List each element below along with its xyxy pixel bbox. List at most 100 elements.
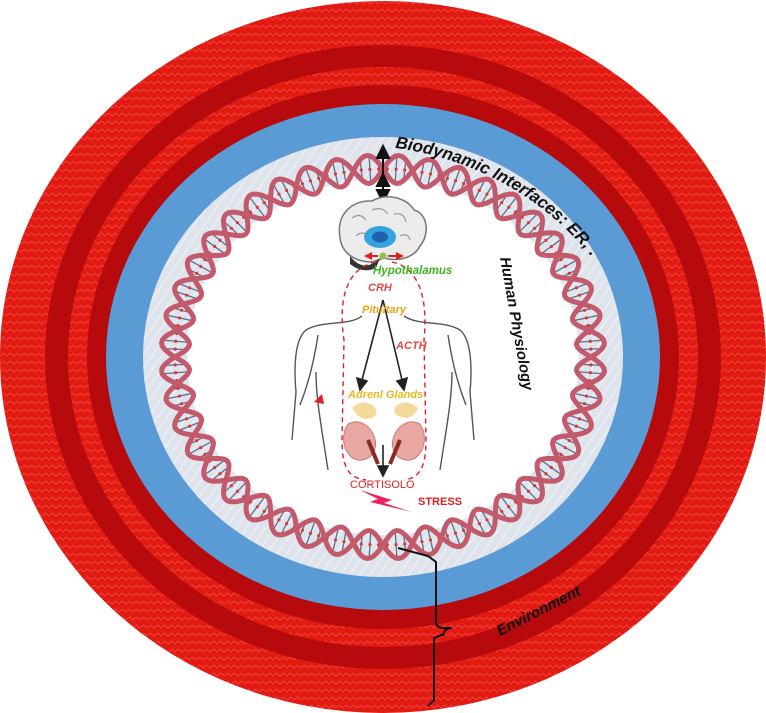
environment-bracket	[397, 547, 453, 707]
dna-rung-dot	[582, 402, 587, 406]
dna-rung-dot	[342, 170, 346, 174]
dna-rung-dot	[317, 176, 321, 180]
dna-rung-dot	[577, 293, 582, 297]
dna-rung-dot	[582, 308, 587, 312]
dna-rung-dot	[513, 500, 518, 504]
dna-rung-dot	[235, 489, 240, 493]
stress-label: STRESS	[418, 496, 462, 508]
adrenal-glands-kidneys	[343, 402, 425, 465]
dna-rung-dot	[567, 438, 571, 443]
dna-rung-dot	[544, 472, 548, 476]
dna-rung-dot	[177, 316, 182, 320]
dna-rung-dot	[255, 205, 259, 209]
dna-rung-dot	[500, 509, 504, 513]
dna-rung-dot	[176, 324, 180, 328]
dna-rung-dot	[584, 316, 589, 320]
human-torso-outline	[291, 315, 475, 471]
adrenal-glands-label: Adrenl Glands	[347, 389, 423, 401]
dna-rung-dot	[199, 445, 203, 450]
dna-rung-dot	[188, 286, 192, 290]
dna-rung-dot	[462, 182, 466, 186]
acth-label: ACTH	[395, 340, 428, 352]
dna-rung-dot	[317, 534, 321, 538]
dna-rung-dot	[586, 324, 590, 328]
dna-rung-dot	[277, 518, 281, 522]
cortisolo-label: CORTISOLO	[350, 479, 415, 491]
dna-rung-dot	[420, 170, 424, 174]
dna-rung-dot	[549, 465, 553, 470]
dna-rung-dot	[394, 167, 398, 171]
dna-rung-dot	[368, 167, 372, 171]
dna-rung-dot	[333, 172, 338, 176]
dna-rung-dot	[586, 386, 590, 390]
dna-rung-dot	[195, 438, 199, 443]
dna-rung-dot	[213, 465, 217, 470]
dna-rung-dot	[308, 179, 313, 183]
brain-illustration	[338, 196, 427, 271]
dna-rung-dot	[184, 417, 189, 421]
crh-label: CRH	[368, 282, 393, 294]
dna-rung-dot	[567, 271, 571, 276]
dna-rung-dot	[544, 238, 548, 242]
dna-rung-dot	[184, 293, 189, 297]
dna-rung-dot	[177, 394, 182, 398]
dna-rung-dot	[559, 258, 563, 262]
dna-rung-dot	[584, 394, 589, 398]
dna-rung-dot	[453, 179, 458, 183]
dna-rung-dot	[300, 182, 304, 186]
dna-rung-dot	[507, 505, 511, 509]
dna-rung-dot	[173, 347, 177, 351]
dna-rung-dot	[462, 528, 466, 532]
dna-rung-dot	[368, 543, 372, 547]
feedback-loop-dashed	[341, 261, 427, 481]
dna-rung-dot	[485, 518, 489, 522]
dna-rung-dot	[507, 205, 511, 209]
dna-helix-ring	[159, 152, 607, 562]
dna-rung-dot	[588, 371, 592, 375]
dna-rung-dot	[526, 221, 531, 225]
dna-rung-dot	[420, 540, 424, 544]
dna-rung-dot	[213, 244, 217, 249]
stress-bolt-icon	[360, 490, 412, 512]
dna-rung-dot	[445, 534, 449, 538]
dna-rung-dot	[533, 484, 537, 488]
dna-rung-dot	[453, 531, 458, 535]
physiology-center	[187, 179, 579, 535]
dna-rung-dot	[574, 286, 578, 290]
dna-rung-dot	[428, 538, 433, 542]
dna-rung-dot	[188, 424, 192, 428]
dna-rung-dot	[173, 363, 177, 367]
dna-rung-dot	[574, 424, 578, 428]
dna-rung-dot	[179, 308, 184, 312]
dna-rung-dot	[559, 452, 563, 456]
hypothalamus-label: Hypothalamus	[373, 265, 452, 277]
dna-rung-dot	[195, 271, 199, 276]
pituitary-label: Pituitary	[362, 304, 407, 316]
dna-rung-dot	[445, 176, 449, 180]
dna-rung-dot	[218, 472, 222, 476]
dna-rung-dot	[174, 339, 178, 343]
dna-strand-b	[159, 152, 607, 562]
dna-rung-dot	[588, 339, 592, 343]
dna-rung-dot	[500, 201, 504, 205]
dna-rung-dot	[403, 542, 407, 546]
dna-rung-dot	[477, 522, 481, 526]
dna-rung-dot	[262, 201, 266, 205]
dna-rung-dot	[285, 188, 289, 192]
dna-rung-dot	[285, 522, 289, 526]
dna-rung-dot	[308, 531, 313, 535]
dna-rung-dot	[300, 528, 304, 532]
dna-rung-dot	[359, 168, 363, 172]
dna-rung-dot	[248, 210, 253, 214]
dna-rung-dot	[199, 264, 203, 269]
dna-rung-dot	[277, 192, 281, 196]
dna-rung-dot	[229, 226, 233, 230]
dna-rung-dot	[563, 445, 567, 450]
dna-rung-dot	[235, 221, 240, 225]
dna-rung-dot	[513, 210, 518, 214]
feedback-arrowhead	[314, 394, 324, 404]
dna-rung-dot	[174, 371, 178, 375]
dna-rung-dot	[229, 484, 233, 488]
dna-rung-dot	[203, 452, 207, 456]
